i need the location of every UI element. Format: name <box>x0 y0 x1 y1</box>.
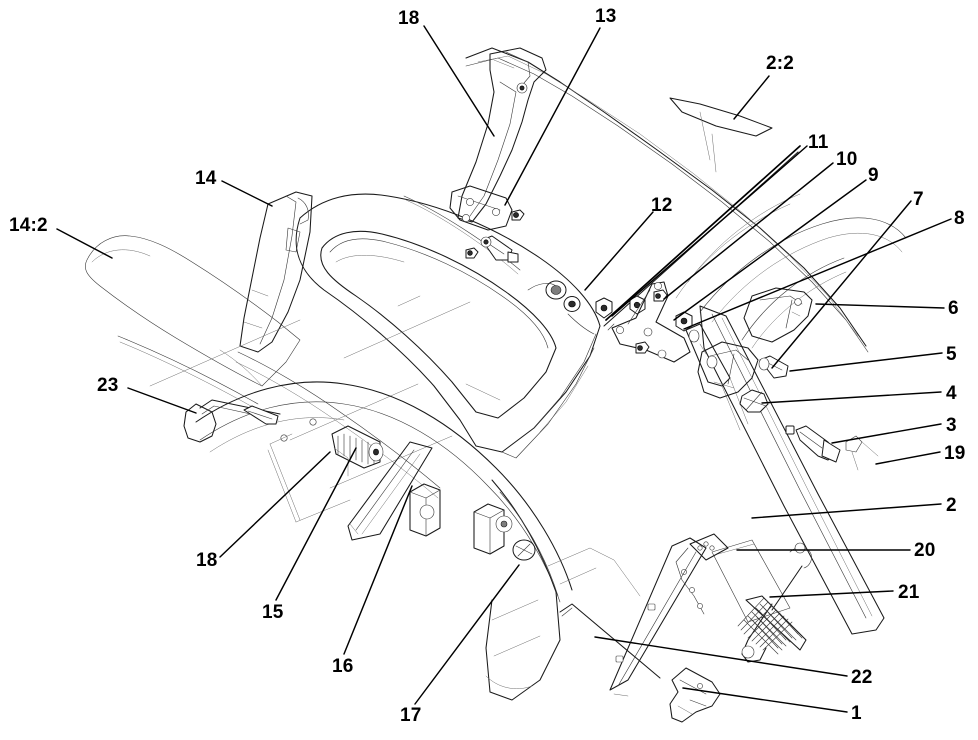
leader-line-23 <box>127 387 197 414</box>
callout-c23: 23 <box>97 375 119 396</box>
leader-line-13 <box>504 27 601 206</box>
leader-line-21 <box>769 590 894 598</box>
leader-line-22 <box>594 636 848 677</box>
leader-line-1 <box>682 687 848 713</box>
cable-guide-block-b <box>473 503 505 555</box>
lower-pivot-bracket <box>697 341 759 399</box>
lower-lift-rod <box>669 667 721 723</box>
callout-c11: 11 <box>808 132 829 153</box>
leader-line-17 <box>414 564 520 705</box>
link-strap <box>685 323 731 387</box>
callout-c6: 6 <box>948 298 959 319</box>
callout-c1: 1 <box>851 703 862 724</box>
console-pad <box>85 235 301 387</box>
handle-loop-outer <box>699 217 907 313</box>
leader-line-18 <box>219 451 331 558</box>
handle-rail-lower <box>609 537 707 691</box>
callout-c18b: 18 <box>196 550 218 571</box>
extension-spring <box>737 542 812 663</box>
callout-c17: 17 <box>400 705 422 726</box>
callout-c12: 12 <box>651 195 673 216</box>
leader-line-8 <box>683 218 952 330</box>
pivot-bracket-group <box>697 287 879 471</box>
leader-line-9 <box>673 179 867 321</box>
leader-line-2 <box>751 503 942 519</box>
callout-c14_2: 14:2 <box>9 215 48 236</box>
cable-run <box>347 441 433 541</box>
leader-line-15 <box>275 447 357 601</box>
bracket-plate-20 <box>711 539 791 623</box>
hardware-cluster <box>527 145 801 431</box>
chute-deflector-group <box>449 47 547 263</box>
callout-c20: 20 <box>914 540 936 561</box>
leader-line-11 <box>611 145 808 317</box>
leader-line-5 <box>789 352 943 372</box>
console-assembly <box>85 191 601 499</box>
cable-clamp-body <box>331 425 381 469</box>
callout-c10: 10 <box>836 149 858 170</box>
callout-c19: 19 <box>944 443 966 464</box>
callout-c4: 4 <box>946 383 957 404</box>
leader-line-12 <box>584 211 654 291</box>
leader-line-14-2 <box>56 228 113 259</box>
callout-c8: 8 <box>954 208 965 229</box>
upper-pivot-bracket <box>743 287 813 343</box>
leader-line-18 <box>423 25 495 137</box>
console-shell <box>295 193 601 453</box>
cable-guide-block-a <box>409 483 441 537</box>
control-rod <box>605 145 801 321</box>
callout-c3: 3 <box>946 415 957 436</box>
callout-c22: 22 <box>851 667 873 688</box>
cable-group <box>183 399 536 561</box>
callout-c9: 9 <box>868 165 879 186</box>
leader-line-16 <box>343 485 413 655</box>
handle-tube-right <box>699 305 885 635</box>
callout-c2: 2 <box>946 495 957 516</box>
handle-tube-left <box>195 381 573 591</box>
leader-line-19 <box>875 451 941 465</box>
callout-c13: 13 <box>595 6 617 27</box>
callout-c7: 7 <box>913 189 924 210</box>
callout-c18a: 18 <box>398 8 420 29</box>
callout-c14: 14 <box>195 168 217 189</box>
spring-rod <box>559 603 661 679</box>
leader-line-14 <box>221 180 273 207</box>
bracket-plate-upper <box>449 185 513 231</box>
console-left-upright <box>239 191 313 353</box>
spring-group <box>559 533 812 723</box>
leader-line-6 <box>815 303 945 309</box>
chute-deflector-arm <box>457 47 547 223</box>
callout-c21: 21 <box>898 582 920 603</box>
leader-lines <box>56 25 952 713</box>
handle-tube-upper-detail <box>669 97 773 137</box>
console-recess <box>320 230 557 419</box>
leader-line-4 <box>761 391 942 404</box>
leader-line-3 <box>831 423 942 444</box>
leader-line-2-2 <box>733 75 770 120</box>
perforated-strip <box>689 533 729 561</box>
handle-tube-upper <box>465 47 867 347</box>
leader-line-10 <box>663 162 834 300</box>
spring-anchor-clip <box>845 435 863 453</box>
leader-line-7 <box>771 200 912 369</box>
callout-c15: 15 <box>262 602 284 623</box>
callout-c2_2: 2:2 <box>766 53 795 74</box>
callout-c5: 5 <box>946 344 957 365</box>
callout-c16: 16 <box>332 656 354 677</box>
